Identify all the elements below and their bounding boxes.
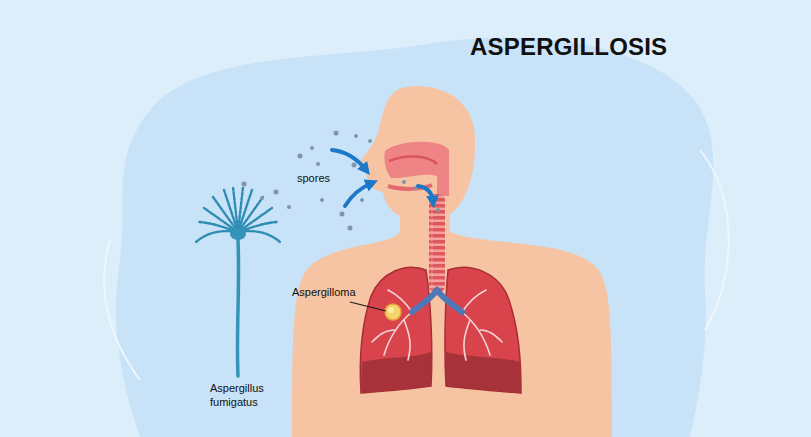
right-lung (445, 267, 521, 393)
inhalation-arrows (332, 150, 433, 206)
trachea (429, 194, 445, 292)
decor-wave (104, 240, 140, 380)
left-lung-lower-lobe (361, 352, 431, 393)
diagram-title: ASPERGILLOSIS (470, 34, 667, 60)
callout-label: Aspergilloma (292, 285, 356, 299)
bronchi (412, 290, 462, 312)
leader-line (350, 302, 386, 311)
spores-label: spores (297, 171, 330, 185)
decor-wave (700, 150, 729, 330)
organism-label: Aspergillus fumigatus (210, 381, 282, 410)
human-silhouette (292, 86, 612, 437)
nasal-cavity (384, 142, 449, 196)
right-lung-lower-lobe (446, 352, 521, 393)
background-blob (116, 38, 713, 437)
conidiophore-stalk (237, 240, 238, 376)
aspergilloma-mass (385, 304, 401, 320)
conidia-chains (196, 187, 280, 242)
left-lung (360, 267, 431, 393)
bronchioles (372, 290, 502, 360)
palate (389, 156, 437, 164)
spore-dots (242, 131, 441, 231)
vesicle (230, 228, 246, 240)
